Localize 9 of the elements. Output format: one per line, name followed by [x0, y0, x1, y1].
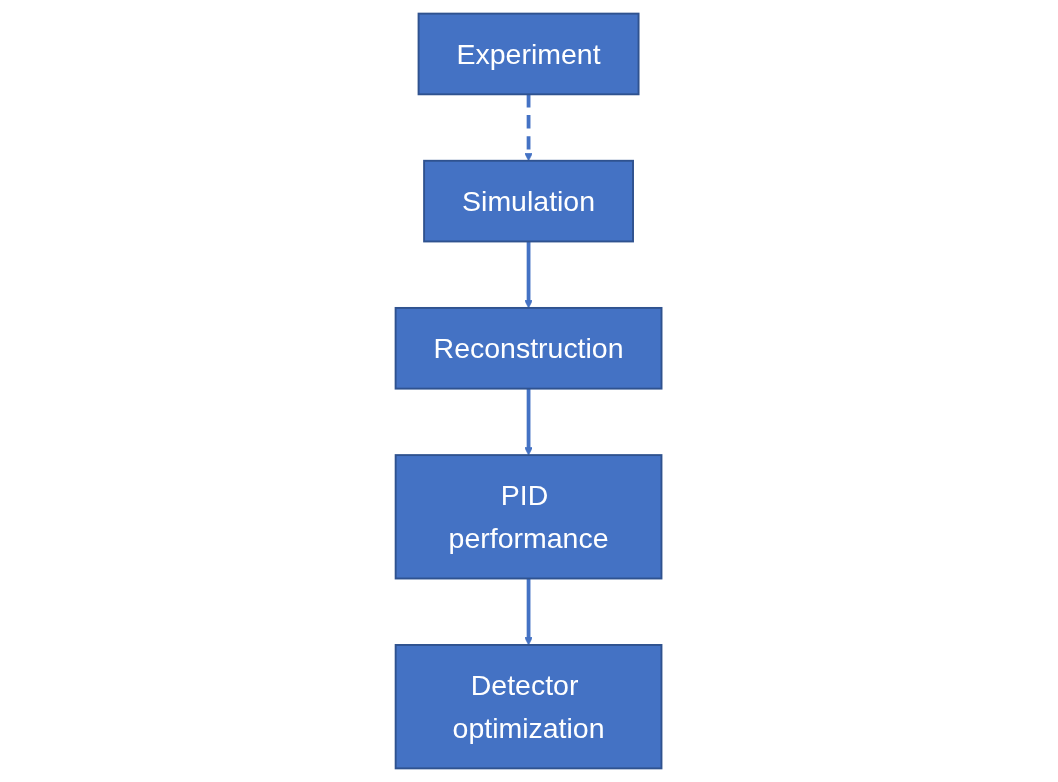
arrow: [524, 241, 534, 309]
node-box: Reconstruction: [395, 307, 663, 390]
arrow: [524, 94, 534, 162]
node-box: Detector optimization: [395, 644, 663, 770]
node-box: Experiment: [418, 12, 640, 96]
arrow: [524, 388, 534, 456]
arrow: [524, 578, 534, 646]
node-box: Simulation: [423, 159, 635, 243]
node-box: PID performance: [395, 454, 663, 580]
